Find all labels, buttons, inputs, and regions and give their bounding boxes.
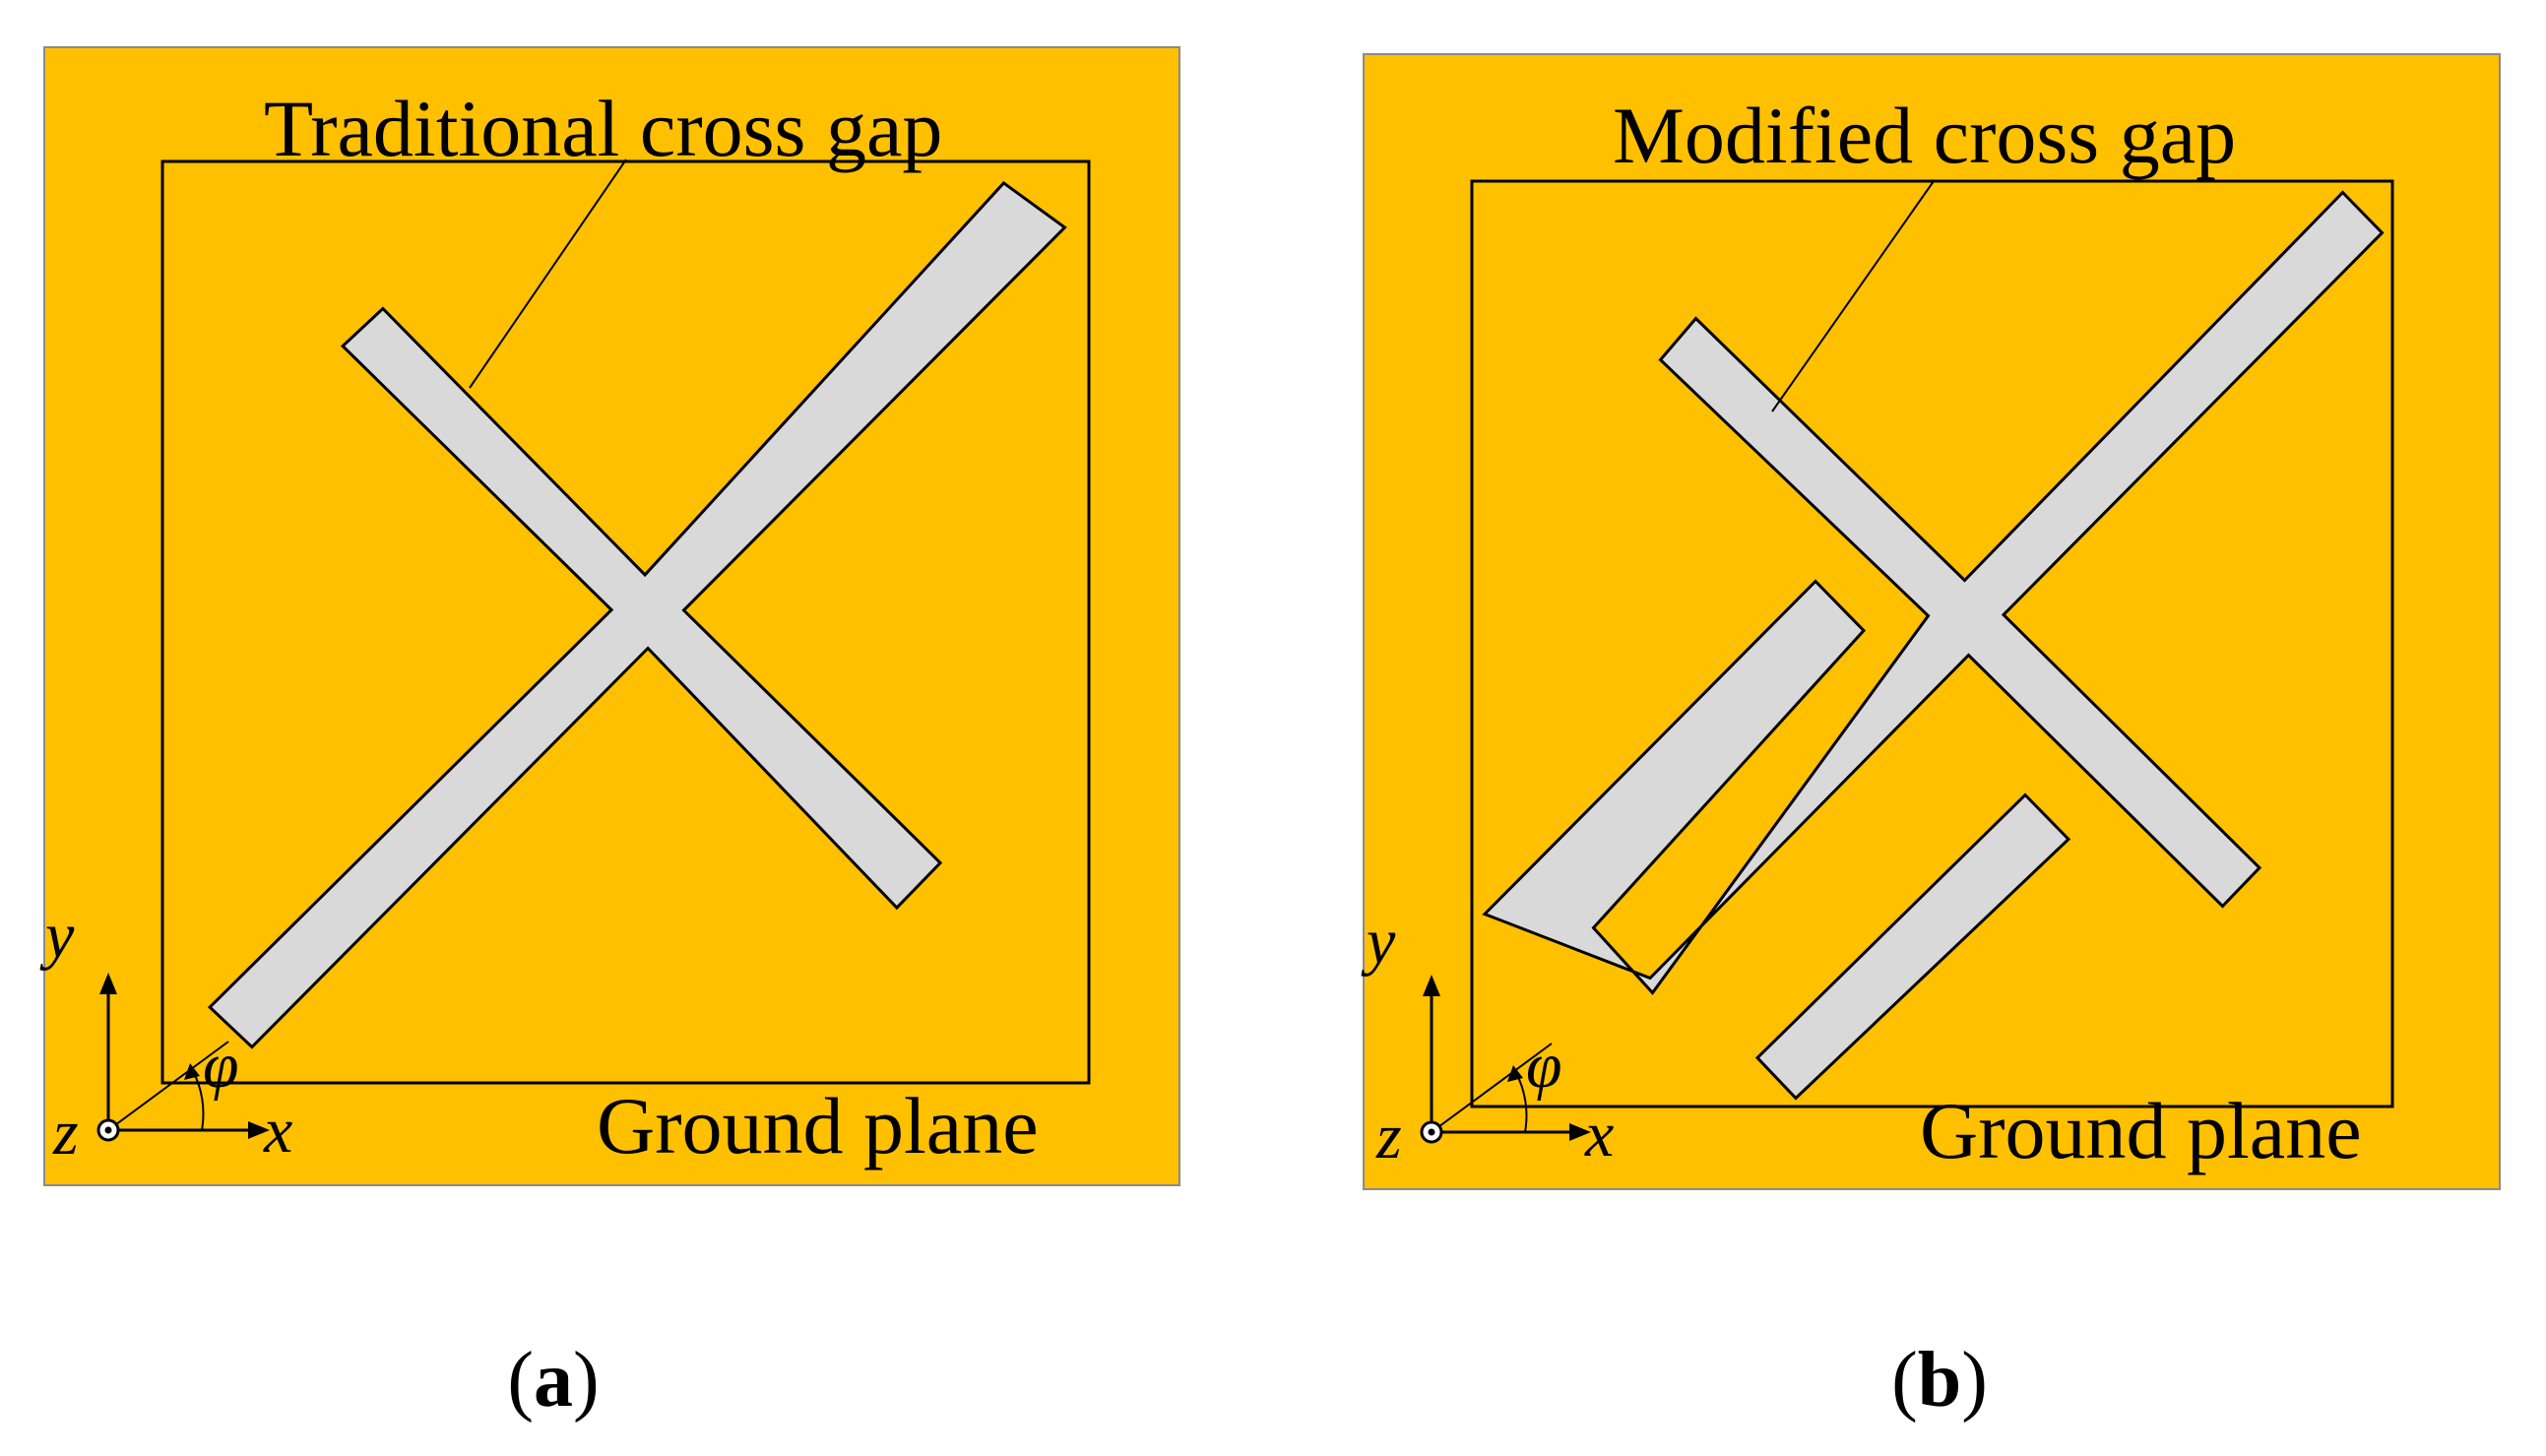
panel-b-parallel-stub bbox=[1754, 792, 2071, 1101]
panel-a-z-axis-dot bbox=[104, 1126, 112, 1134]
panel-a-phi-ray bbox=[107, 1041, 229, 1131]
panel-a-phi-arrowhead bbox=[184, 1063, 200, 1080]
panel-b-caption-close: ) bbox=[1961, 1337, 1988, 1424]
panel-b-z-axis-dot bbox=[1428, 1128, 1435, 1136]
panel-b-y-arrowhead bbox=[1423, 975, 1440, 996]
panel-b-caption: (b) bbox=[1891, 1337, 1988, 1424]
panel-b-slot-label: Modified cross gap bbox=[1613, 91, 2236, 180]
panel-b-axis-z-label: z bbox=[1375, 1101, 1402, 1172]
panel-a-axis-z-label: z bbox=[52, 1097, 79, 1169]
panel-a-ground-label: Ground plane bbox=[597, 1081, 1039, 1171]
panel-b: Modified cross gap Ground plane y x z φ … bbox=[1361, 53, 2501, 1424]
panel-b-caption-open: ( bbox=[1891, 1337, 1918, 1424]
panel-b-slot-leader bbox=[1771, 180, 1935, 412]
panel-b-axis-x-label: x bbox=[1584, 1099, 1614, 1171]
panel-b-ground-plane bbox=[1470, 179, 2394, 1108]
panel-a-axis-y-label: y bbox=[39, 900, 75, 972]
panel-a-axis-phi-label: φ bbox=[203, 1030, 239, 1102]
panel-b-phi-arrowhead bbox=[1507, 1065, 1523, 1082]
panel-b-axis-y-label: y bbox=[1361, 906, 1396, 978]
panel-a-cross-slot bbox=[207, 180, 1067, 1049]
panel-b-caption-letter: b bbox=[1918, 1337, 1962, 1424]
panel-a-caption: (a) bbox=[507, 1337, 599, 1424]
panel-b-axis-phi-label: φ bbox=[1526, 1030, 1562, 1102]
panel-a-caption-letter: a bbox=[534, 1337, 573, 1424]
panel-a-axis-x-label: x bbox=[263, 1095, 292, 1167]
panel-b-x-arrowhead bbox=[1569, 1123, 1591, 1141]
panel-a-caption-open: ( bbox=[507, 1337, 534, 1424]
panel-a-y-arrowhead bbox=[99, 973, 117, 994]
panel-a-slot-leader bbox=[469, 158, 627, 389]
panel-a-axes: y x z φ bbox=[39, 900, 292, 1169]
panel-a-caption-close: ) bbox=[573, 1337, 600, 1424]
panel-b-axes: y x z φ bbox=[1361, 906, 1614, 1172]
panel-a-x-arrowhead bbox=[248, 1121, 270, 1139]
panel-b-phi-ray bbox=[1431, 1043, 1553, 1133]
panel-a-slot-label: Traditional cross gap bbox=[264, 84, 942, 173]
panel-a: Traditional cross gap Ground plane y x z… bbox=[39, 46, 1180, 1424]
panel-b-ground-label: Ground plane bbox=[1920, 1086, 2362, 1175]
panel-b-modified-cross-slot bbox=[1482, 190, 2385, 995]
